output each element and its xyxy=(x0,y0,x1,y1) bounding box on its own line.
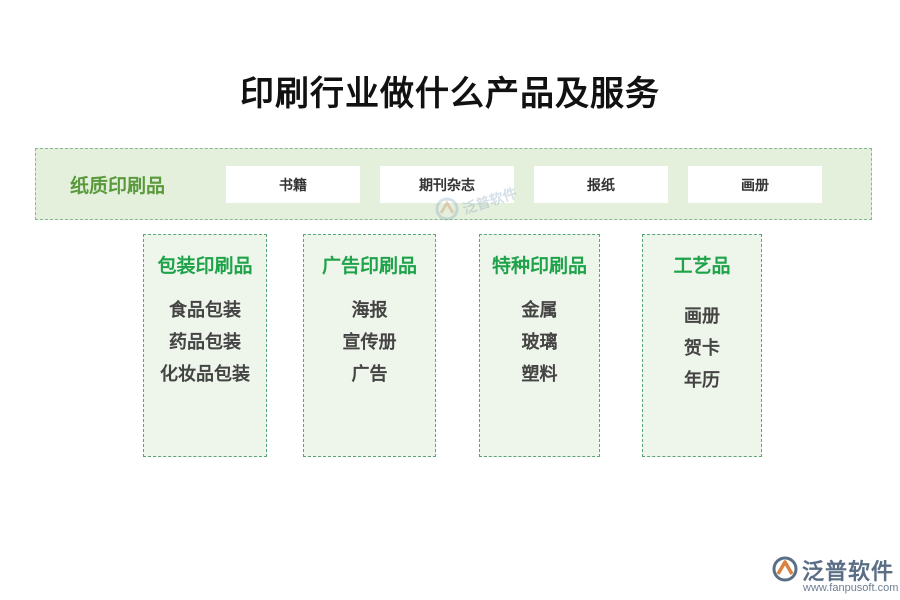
brand-logo-text: 泛普软件 xyxy=(802,560,895,585)
category-packaging-box: 包装印刷品 食品包装 药品包装 化妆品包装 xyxy=(143,234,267,457)
center-watermark: 泛普软件 xyxy=(434,186,524,226)
paper-item-magazines: 期刊杂志 xyxy=(380,166,514,203)
paper-prints-band: 纸质印刷品 书籍 期刊杂志 报纸 画册 xyxy=(35,148,872,220)
category-item: 塑料 xyxy=(521,364,558,385)
paper-item-albums: 画册 xyxy=(688,166,822,203)
category-crafts-box: 工艺品 画册 贺卡 年历 xyxy=(642,234,762,457)
paper-item-newspapers: 报纸 xyxy=(534,166,668,203)
category-title: 广告印刷品 xyxy=(321,255,417,277)
category-special-box: 特种印刷品 金属 玻璃 塑料 xyxy=(479,234,600,457)
category-item: 食品包装 xyxy=(169,300,241,321)
category-title: 特种印刷品 xyxy=(491,255,587,277)
category-item: 广告 xyxy=(351,364,388,385)
category-item: 药品包装 xyxy=(169,332,241,353)
category-item-list: 金属 玻璃 塑料 xyxy=(480,295,599,391)
category-item: 画册 xyxy=(684,306,720,327)
paper-prints-label: 纸质印刷品 xyxy=(70,175,166,197)
category-item: 金属 xyxy=(521,300,558,321)
category-item: 玻璃 xyxy=(521,332,558,353)
category-item-list: 画册 贺卡 年历 xyxy=(643,301,761,397)
category-item: 化妆品包装 xyxy=(160,364,250,385)
category-item: 宣传册 xyxy=(342,332,397,353)
category-item-list: 海报 宣传册 广告 xyxy=(304,295,435,391)
brand-logo: 泛普软件 www.fanpusoft.com xyxy=(770,552,899,597)
page-title: 印刷行业做什么产品及服务 xyxy=(240,74,660,114)
category-advertising-box: 广告印刷品 海报 宣传册 广告 xyxy=(303,234,436,457)
category-item-list: 食品包装 药品包装 化妆品包装 xyxy=(144,295,266,391)
watermark-logo-icon xyxy=(435,197,459,221)
brand-logo-url: www.fanpusoft.com xyxy=(803,582,899,594)
brand-logo-icon xyxy=(772,556,798,582)
category-item: 贺卡 xyxy=(684,338,720,359)
category-item: 年历 xyxy=(684,370,720,391)
category-title: 包装印刷品 xyxy=(157,255,253,277)
paper-item-books: 书籍 xyxy=(226,166,360,203)
category-item: 海报 xyxy=(351,300,388,321)
category-title: 工艺品 xyxy=(673,255,731,277)
